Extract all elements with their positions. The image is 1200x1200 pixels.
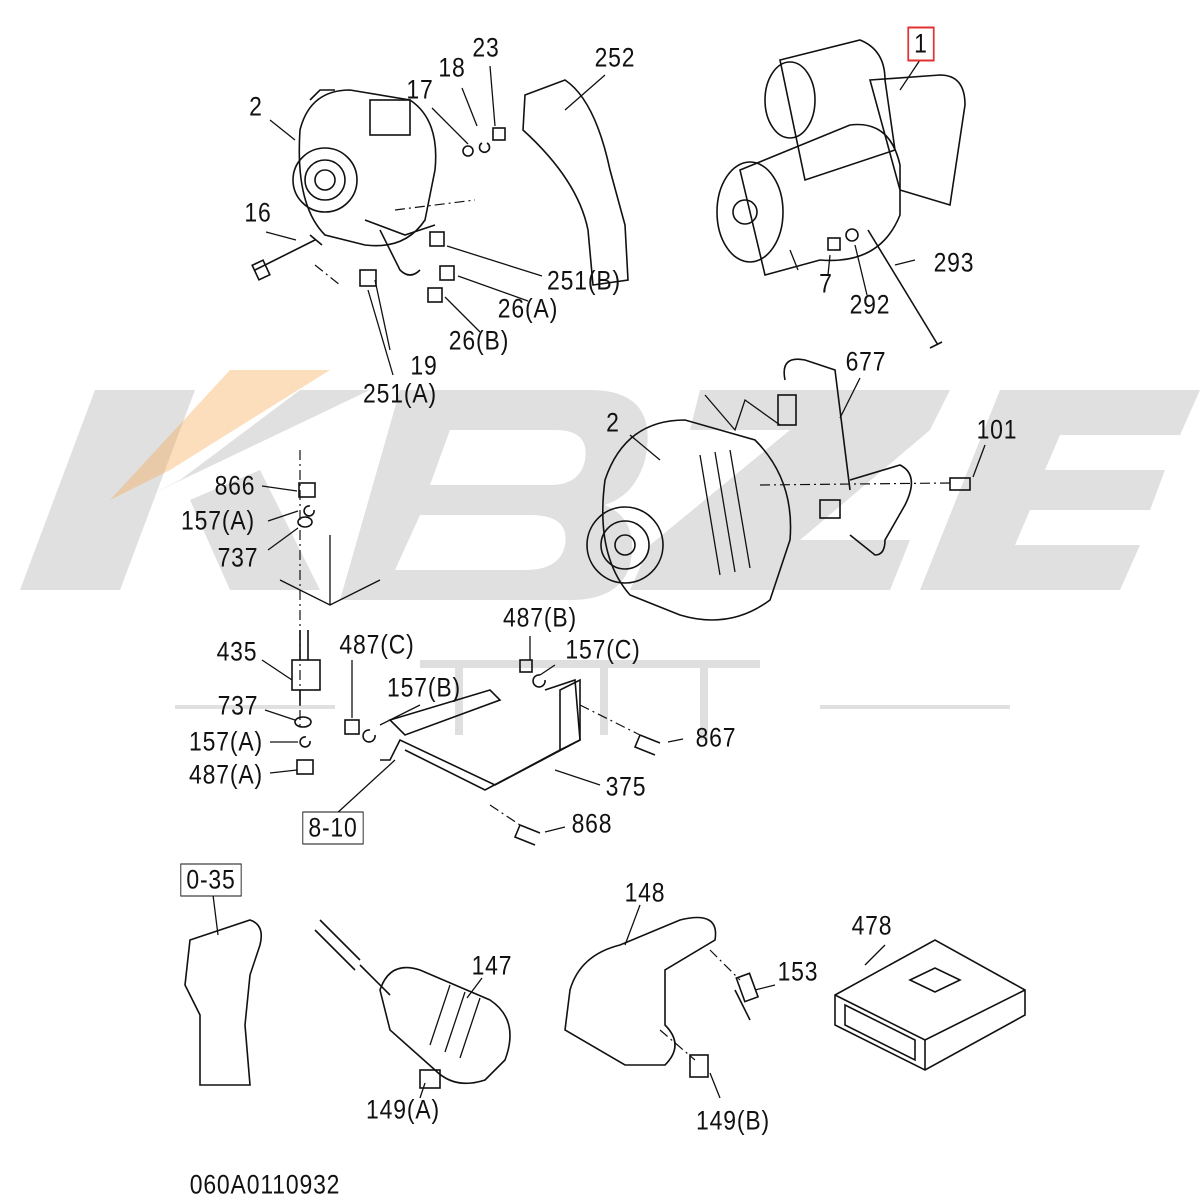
callout-153: 153: [777, 956, 819, 987]
ecu-478: [834, 939, 1026, 1071]
reference-8-10[interactable]: 8-10: [302, 811, 364, 845]
callout-251a: 251(A): [363, 378, 437, 409]
callout-2-top: 2: [249, 91, 263, 122]
callout-487c: 487(C): [339, 629, 415, 660]
callout-487a: 487(A): [189, 759, 263, 790]
callout-487b: 487(B): [503, 602, 577, 633]
callout-868: 868: [571, 808, 613, 839]
callout-293: 293: [933, 247, 975, 278]
callout-292: 292: [849, 289, 891, 320]
callout-16: 16: [244, 197, 272, 228]
mount-stack: [261, 450, 381, 775]
callout-157a-top: 157(A): [181, 505, 255, 536]
callout-23: 23: [472, 32, 500, 63]
bracket-375: [334, 636, 684, 846]
callout-252: 252: [594, 42, 636, 73]
callout-18: 18: [438, 52, 466, 83]
solenoid-147: [314, 919, 511, 1099]
callout-677: 677: [845, 346, 887, 377]
callout-1-highlighted[interactable]: 1: [907, 26, 935, 62]
callout-737-bottom: 737: [217, 690, 259, 721]
callout-737-top: 737: [217, 542, 259, 573]
callout-866: 866: [214, 470, 256, 501]
callout-148: 148: [624, 877, 666, 908]
callout-435: 435: [216, 636, 258, 667]
callout-2-middle: 2: [606, 407, 620, 438]
callout-26a: 26(A): [497, 293, 559, 324]
bracket-252: [522, 79, 629, 286]
callout-157b: 157(B): [387, 672, 461, 703]
bracket-148: [564, 904, 776, 1099]
diagram-code: 060A0110932: [189, 1169, 341, 1200]
callout-157c: 157(C): [565, 634, 641, 665]
callout-251b: 251(B): [547, 265, 621, 296]
starter-motor: [716, 39, 966, 349]
callout-149a: 149(A): [366, 1094, 440, 1125]
callout-867: 867: [695, 722, 737, 753]
callout-17: 17: [406, 74, 434, 105]
callout-26b: 26(B): [448, 325, 510, 356]
reference-0-35[interactable]: 0-35: [180, 863, 242, 897]
callout-7: 7: [819, 268, 833, 299]
bracket-0-35: [184, 919, 263, 1086]
alternator-top: [251, 65, 543, 376]
callout-147: 147: [471, 950, 513, 981]
callout-149b: 149(B): [696, 1105, 770, 1136]
callout-157a-bottom: 157(A): [189, 726, 263, 757]
callout-19: 19: [410, 350, 438, 381]
callout-478: 478: [851, 910, 893, 941]
callout-375: 375: [605, 771, 647, 802]
alternator-middle: [586, 358, 986, 621]
callout-101: 101: [976, 414, 1018, 445]
